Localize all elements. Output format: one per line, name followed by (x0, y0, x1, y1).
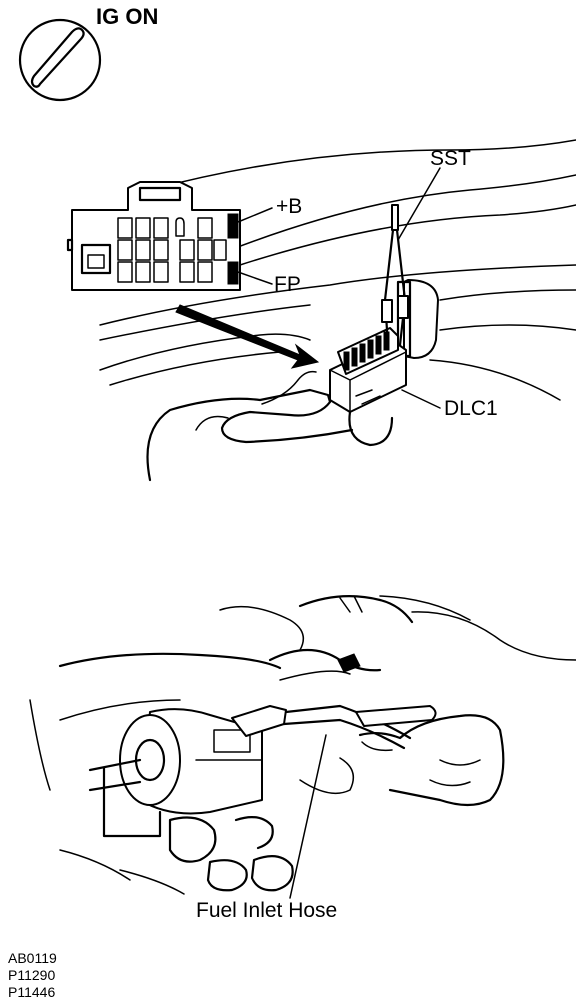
figure-codes: AB0119 P11290 P11446 (8, 950, 57, 1001)
sst-label: SST (430, 147, 471, 170)
fuel-inlet-hose-label: Fuel Inlet Hose (196, 899, 338, 922)
figure-code: P11290 (8, 967, 56, 983)
pointer-arrow (175, 304, 320, 369)
connector-face-inset (66, 181, 273, 291)
terminal-b-label: +B (276, 195, 303, 218)
terminal-fp-label: FP (274, 273, 301, 296)
figure-code: AB0119 (8, 950, 57, 966)
dlc1-connector (329, 167, 441, 447)
ignition-status-label: IG ON (96, 4, 159, 29)
dlc1-label: DLC1 (444, 397, 498, 420)
hand-illustration (146, 370, 354, 482)
figure-code: P11446 (8, 984, 56, 1000)
ignition-key-icon (18, 18, 102, 102)
fuel-system-illustration (29, 595, 576, 899)
